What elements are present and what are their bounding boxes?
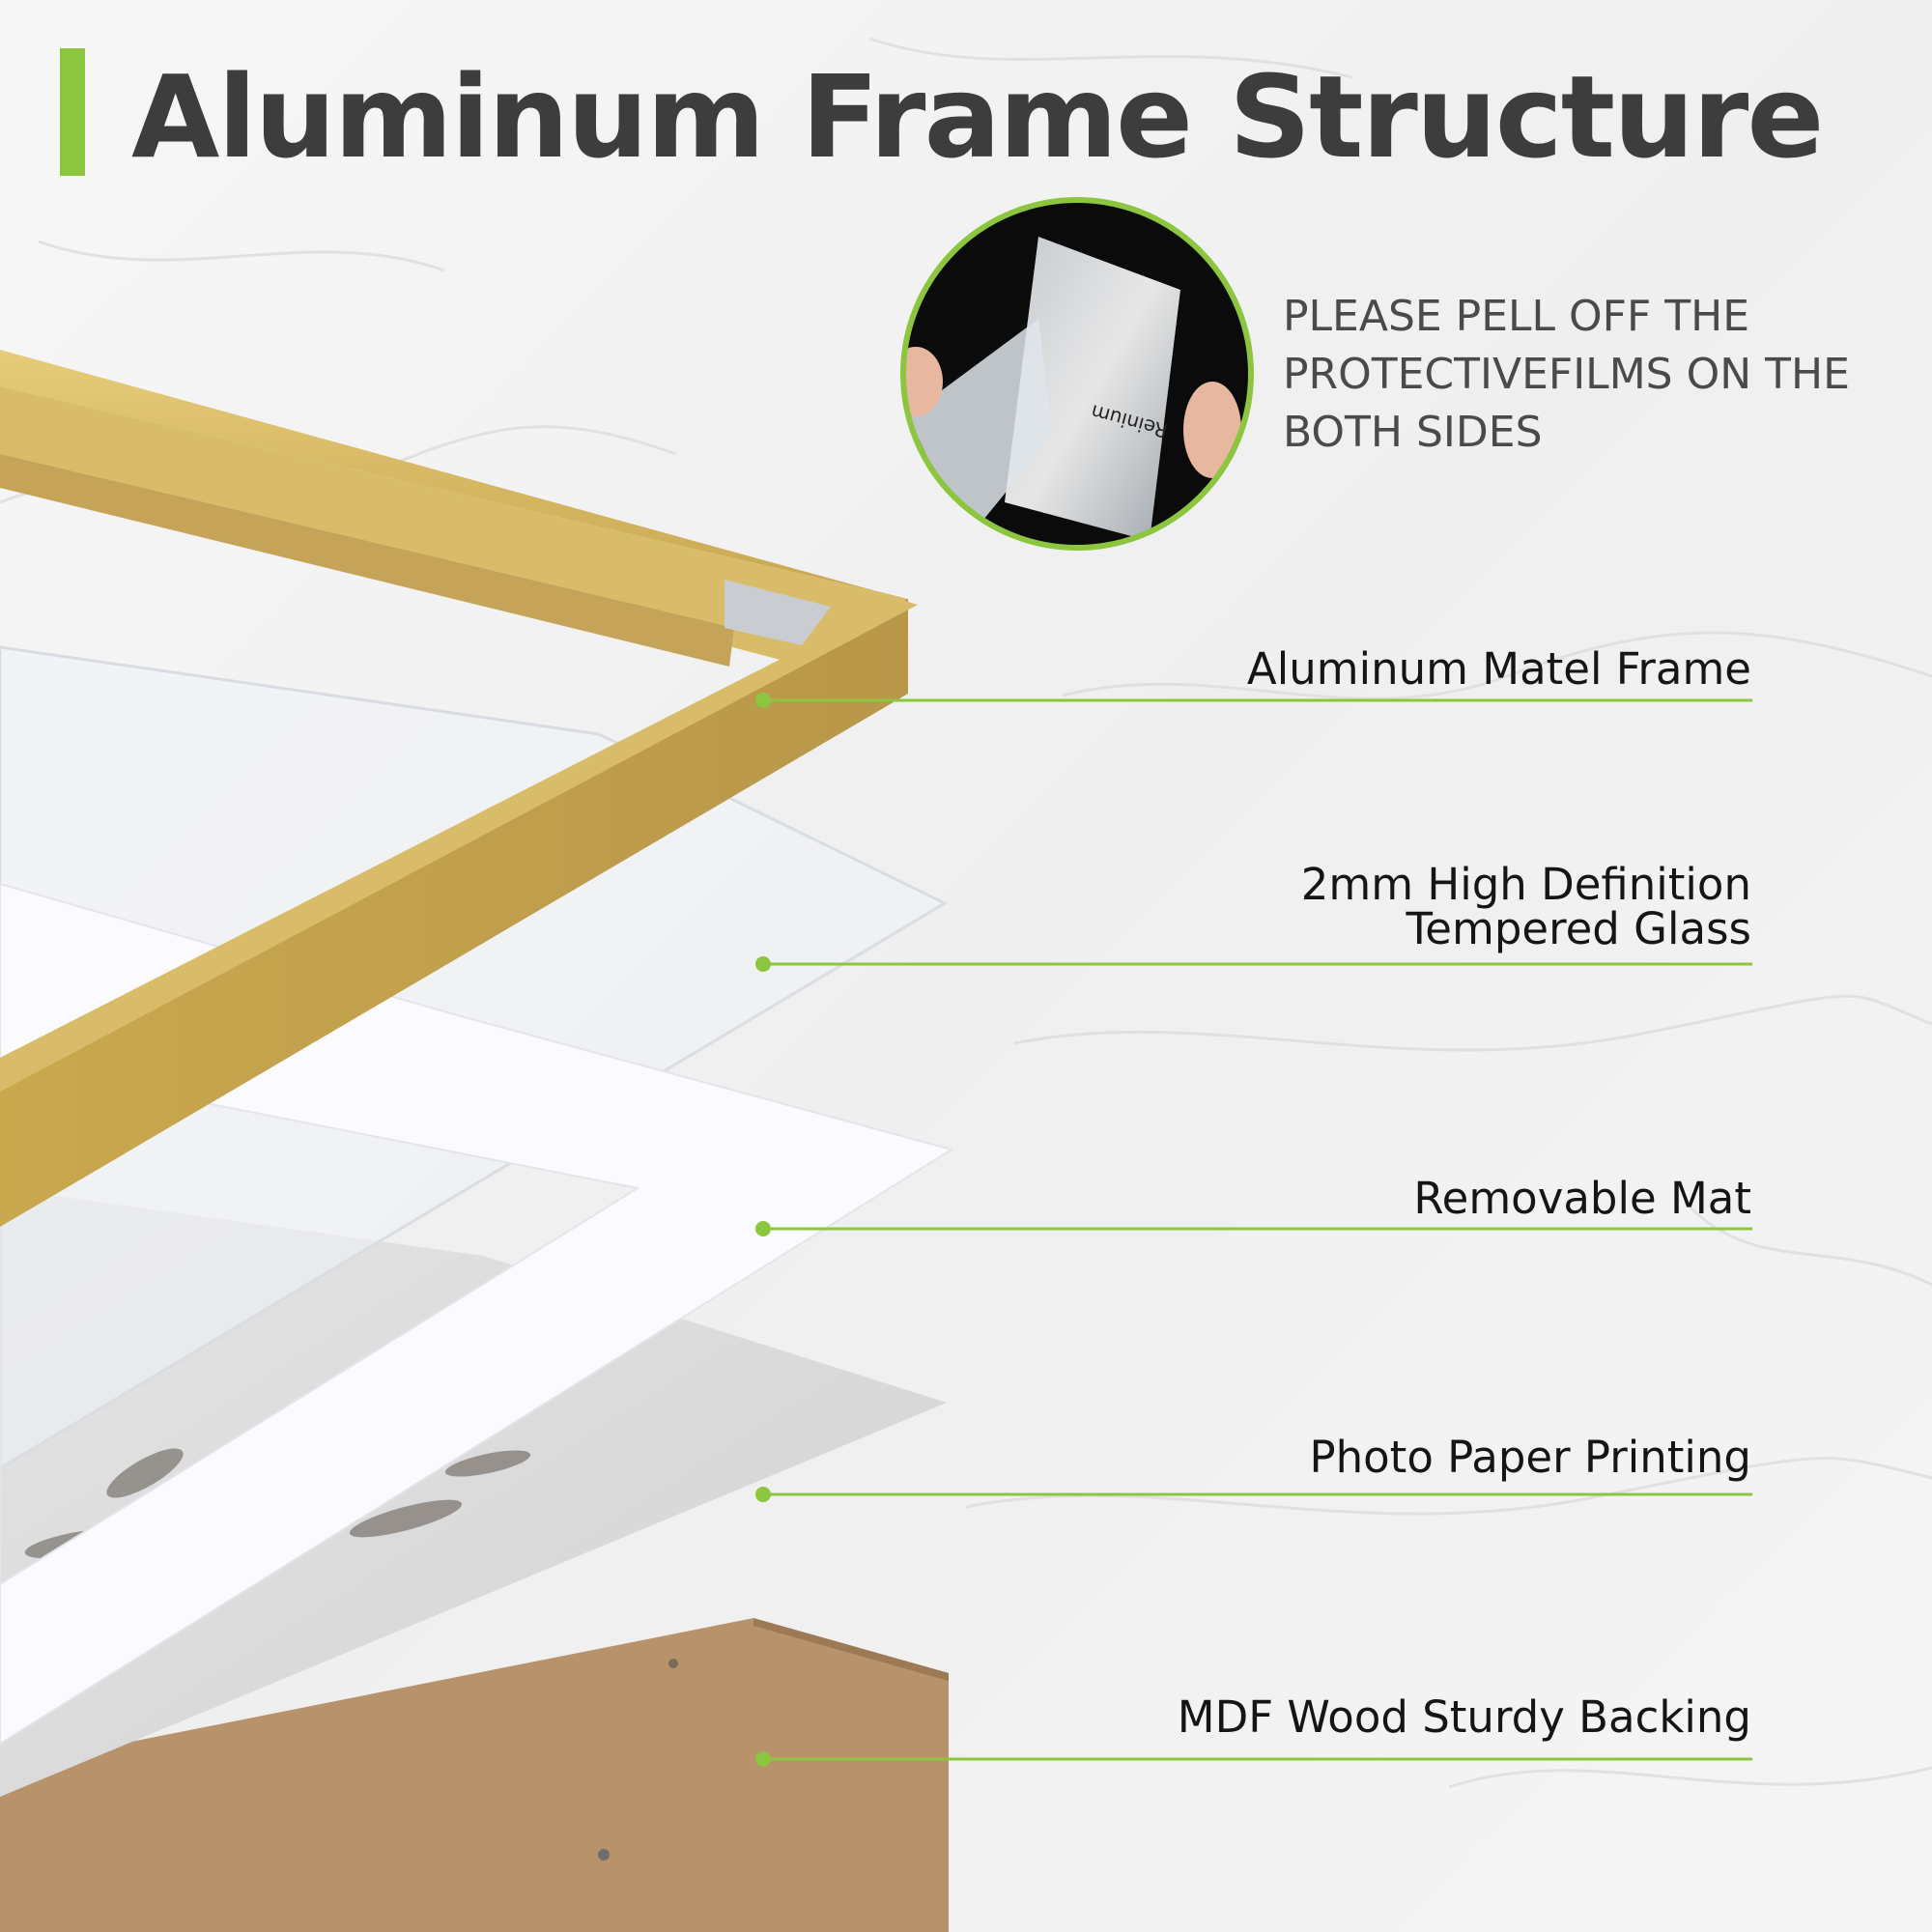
callout-label: Tempered Glass — [1406, 903, 1751, 954]
frame-side-rail — [0, 599, 908, 1227]
right-hand — [1183, 382, 1241, 478]
backing-hardware — [598, 1849, 610, 1861]
callout-aluminum-frame: Aluminum Matel Frame — [1247, 647, 1751, 692]
film-photo-inset: Reinium — [900, 197, 1254, 551]
callout-label: Aluminum Matel Frame — [1246, 643, 1751, 695]
callout-label: MDF Wood Sturdy Backing — [1177, 1691, 1751, 1743]
callout-label: Removable Mat — [1413, 1173, 1751, 1224]
backing-hardware — [668, 1659, 678, 1668]
callout-photo-paper: Photo Paper Printing — [1309, 1435, 1751, 1480]
mdf-backing-edge — [753, 1618, 949, 1681]
protective-film-note: PLEASE PELL OFF THE PROTECTIVEFILMS ON T… — [1283, 288, 1901, 462]
page-title: Aluminum Frame Structure — [131, 50, 1824, 184]
callout-label: Photo Paper Printing — [1309, 1432, 1751, 1483]
left-hand — [903, 347, 943, 416]
frame-side-top-face — [0, 599, 918, 1092]
note-line: PROTECTIVEFILMS ON THE — [1283, 350, 1850, 399]
leader-dot — [755, 1487, 771, 1502]
note-line: BOTH SIDES — [1283, 408, 1543, 457]
title-accent-bar — [60, 48, 85, 176]
film-sheet — [1005, 237, 1180, 541]
frame-inner-rail — [0, 454, 734, 667]
callout-mdf-backing: MDF Wood Sturdy Backing — [1178, 1695, 1751, 1740]
leader-dot — [755, 956, 771, 972]
leader-dots — [755, 693, 771, 1767]
mdf-backing-board — [0, 1618, 949, 1932]
callout-removable-mat: Removable Mat — [1413, 1177, 1751, 1221]
callout-tempered-glass: 2mm High Definition Tempered Glass — [1301, 863, 1751, 952]
leader-dot — [755, 1751, 771, 1767]
frame-corner-inset — [724, 580, 831, 645]
leader-lines — [763, 698, 1752, 1761]
note-line: PLEASE PELL OFF THE — [1283, 292, 1750, 341]
leader-dot — [755, 1221, 771, 1236]
callout-label: 2mm High Definition — [1300, 859, 1751, 910]
photo-paper-print — [0, 1188, 947, 1797]
leader-dot — [755, 693, 771, 708]
